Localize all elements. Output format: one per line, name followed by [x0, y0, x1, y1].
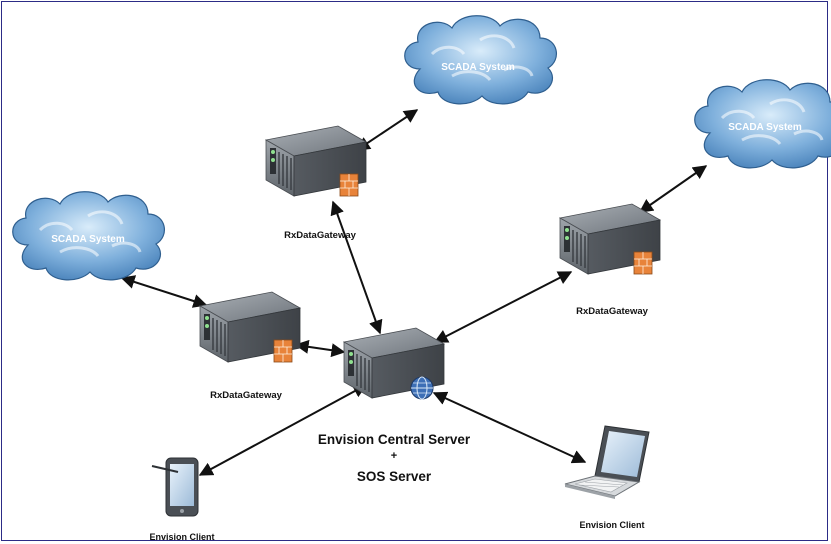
- gateway-top: [265, 125, 367, 197]
- globe-icon: [410, 376, 434, 400]
- arrow-cloud-left-to-gateway-left: [120, 275, 208, 308]
- arrow-cloud-top-to-gateway-top: [355, 109, 419, 151]
- gateway-left-label: RxDataGateway: [210, 390, 283, 401]
- cloud-label: SCADA System: [728, 122, 802, 133]
- arrow-gateway-right-to-central: [433, 271, 573, 343]
- arrow-central-to-tablet: [198, 384, 368, 476]
- central-title-line1: Envision Central Server: [318, 432, 471, 447]
- central-title-line3: SOS Server: [357, 469, 432, 484]
- cloud-left: SCADA System: [11, 190, 166, 282]
- cloud-top: SCADA System: [403, 14, 558, 106]
- tablet-client-label: Envision Client: [149, 532, 214, 542]
- tablet-icon: [151, 457, 199, 517]
- arrow-cloud-right-to-gateway-right: [638, 165, 708, 213]
- laptop-icon: [564, 425, 650, 499]
- cloud-right: SCADA System: [693, 78, 831, 170]
- arrow-gateway-top-to-central: [330, 200, 383, 335]
- cloud-label: SCADA System: [441, 62, 515, 73]
- central-title-line2: +: [391, 450, 397, 462]
- connections: [120, 109, 708, 476]
- arrow-gateway-left-to-central: [294, 339, 346, 358]
- gateway-right-label: RxDataGateway: [576, 306, 649, 317]
- central-server: [343, 327, 445, 400]
- gateway-top-label: RxDataGateway: [284, 230, 357, 241]
- arrow-central-to-laptop: [432, 391, 587, 464]
- cloud-label: SCADA System: [51, 234, 125, 245]
- gateway-right: [559, 203, 661, 275]
- gateway-left: [199, 291, 301, 363]
- laptop-client-label: Envision Client: [579, 520, 644, 530]
